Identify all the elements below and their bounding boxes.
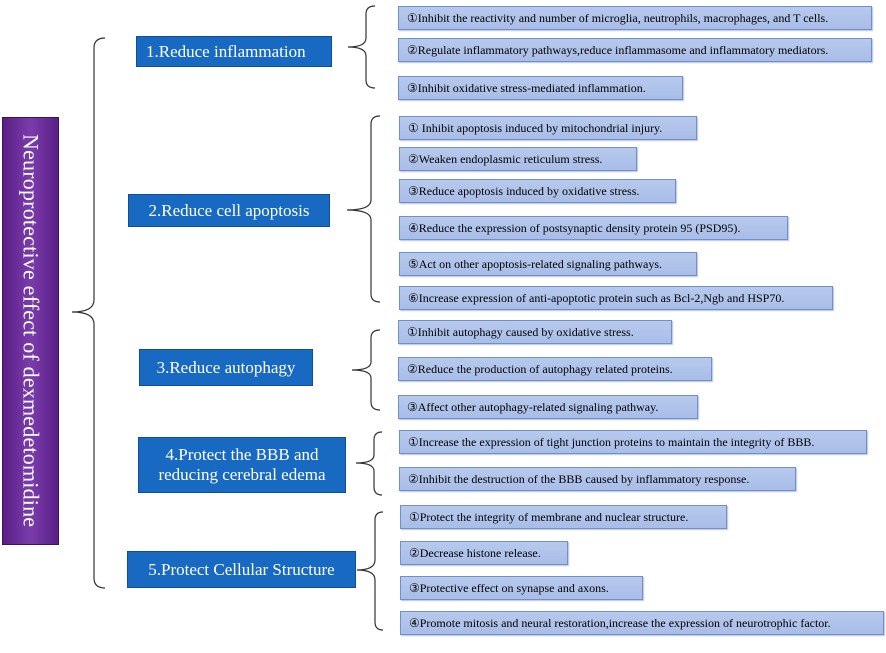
category-protect-bbb: 4.Protect the BBB and reducing cerebral …: [138, 437, 346, 493]
category-title: 2.Reduce cell apoptosis: [148, 200, 310, 220]
list-item: ①Inhibit the reactivity and number of mi…: [398, 6, 872, 30]
category-protect-cellular-structure: 5.Protect Cellular Structure: [127, 551, 356, 588]
list-item: ⑤Act on other apoptosis-related signalin…: [399, 252, 697, 276]
brace-inflammation: [347, 5, 376, 89]
list-item: ③Protective effect on synapse and axons.: [400, 576, 643, 600]
list-item: ②Inhibit the destruction of the BBB caus…: [399, 467, 796, 491]
category-title-line2: reducing cerebral edema: [158, 465, 326, 484]
main-brace: [71, 37, 106, 589]
category-title: 3.Reduce autophagy: [156, 357, 296, 377]
brace-bbb: [355, 431, 383, 496]
category-title: 5.Protect Cellular Structure: [148, 559, 335, 579]
list-item: ③Reduce apoptosis induced by oxidative s…: [399, 179, 676, 203]
list-item: ②Reduce the production of autophagy rela…: [398, 357, 712, 381]
category-reduce-inflammation: 1.Reduce inflammation: [136, 36, 332, 67]
list-item: ④Reduce the expression of postsynaptic d…: [399, 216, 788, 240]
list-item: ③Inhibit oxidative stress-mediated infla…: [398, 76, 683, 100]
category-title: 1.Reduce inflammation: [146, 41, 306, 61]
list-item: ④Promote mitosis and neural restoration,…: [400, 611, 884, 635]
category-reduce-autophagy: 3.Reduce autophagy: [139, 349, 313, 386]
list-item: ⑥Increase expression of anti-apoptotic p…: [399, 286, 833, 310]
list-item: ②Regulate inflammatory pathways,reduce i…: [398, 38, 872, 62]
list-item: ②Decrease histone release.: [400, 541, 568, 565]
list-item: ②Weaken endoplasmic reticulum stress.: [399, 147, 637, 171]
brace-apoptosis: [346, 115, 381, 303]
category-reduce-cell-apoptosis: 2.Reduce cell apoptosis: [128, 194, 330, 227]
root-title: Neuroprotective effect of dexmedetomidin…: [18, 134, 44, 528]
list-item: ①Inhibit autophagy caused by oxidative s…: [398, 320, 672, 344]
brace-autophagy: [351, 329, 381, 411]
list-item: ①Protect the integrity of membrane and n…: [400, 505, 727, 529]
brace-structure: [356, 511, 384, 631]
list-item: ③Affect other autophagy-related signalin…: [398, 395, 698, 419]
root-node: Neuroprotective effect of dexmedetomidin…: [2, 117, 59, 545]
list-item: ① Inhibit apoptosis induced by mitochond…: [399, 116, 697, 140]
category-title-line1: 4.Protect the BBB and: [165, 445, 319, 464]
list-item: ①Increase the expression of tight juncti…: [399, 430, 867, 454]
